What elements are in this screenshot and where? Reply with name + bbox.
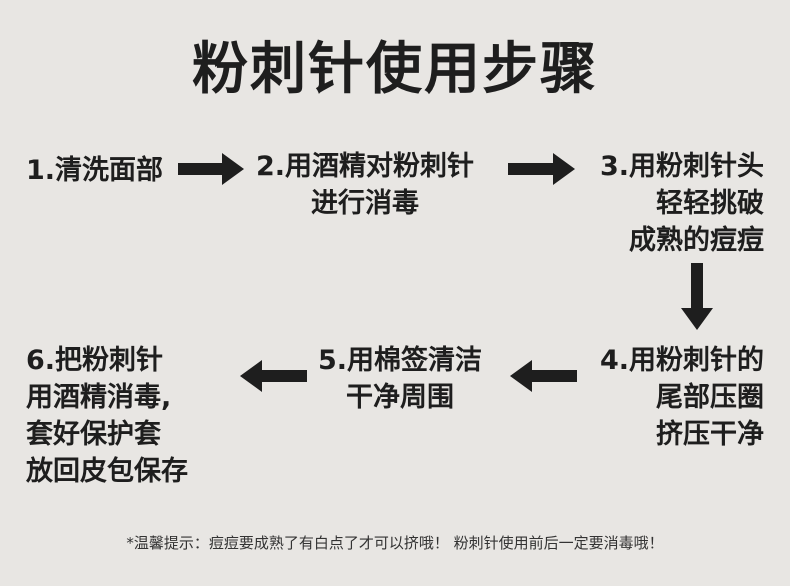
step-2-line-1: 2.用酒精对粉刺针 — [256, 151, 475, 182]
step-4: 4.用粉刺针的 尾部压圈 挤压干净 — [600, 342, 764, 453]
step-6-line-2: 用酒精消毒, — [26, 382, 172, 413]
arrow-right-icon — [508, 153, 575, 185]
page-title: 粉刺针使用步骤 — [192, 37, 598, 102]
arrow-right-icon — [178, 153, 244, 185]
step-5-line-2: 干净周围 — [346, 382, 455, 413]
step-5-line-1: 5.用棉签清洁 — [318, 345, 483, 376]
step-1-line-1: 1.清洗面部 — [26, 155, 164, 186]
arrow-down-icon — [681, 263, 713, 330]
step-4-line-2: 尾部压圈 — [656, 382, 764, 413]
arrow-left-icon — [510, 360, 577, 392]
step-1: 1.清洗面部 — [26, 152, 163, 189]
step-3: 3.用粉刺针头 轻轻挑破 成熟的痘痘 — [600, 148, 764, 259]
step-6-line-3: 套好保护套 — [26, 419, 161, 450]
step-2: 2.用酒精对粉刺针 进行消毒 — [256, 148, 474, 222]
tip-note: *温馨提示：痘痘要成熟了有白点了才可以挤哦！ 粉刺针使用前后一定要消毒哦！ — [126, 534, 664, 552]
step-6-line-1: 6.把粉刺针 — [26, 345, 164, 376]
step-3-line-1: 3.用粉刺针头 — [599, 151, 764, 182]
step-6-line-4: 放回皮包保存 — [26, 456, 188, 487]
step-4-line-3: 挤压干净 — [656, 419, 764, 450]
step-2-line-2: 进行消毒 — [311, 188, 420, 219]
step-3-line-2: 轻轻挑破 — [656, 188, 764, 219]
step-6: 6.把粉刺针 用酒精消毒, 套好保护套 放回皮包保存 — [26, 342, 188, 490]
step-3-line-3: 成熟的痘痘 — [629, 225, 764, 256]
step-5: 5.用棉签清洁 干净周围 — [318, 342, 482, 416]
step-4-line-1: 4.用粉刺针的 — [599, 345, 764, 376]
arrow-left-icon — [240, 360, 307, 392]
